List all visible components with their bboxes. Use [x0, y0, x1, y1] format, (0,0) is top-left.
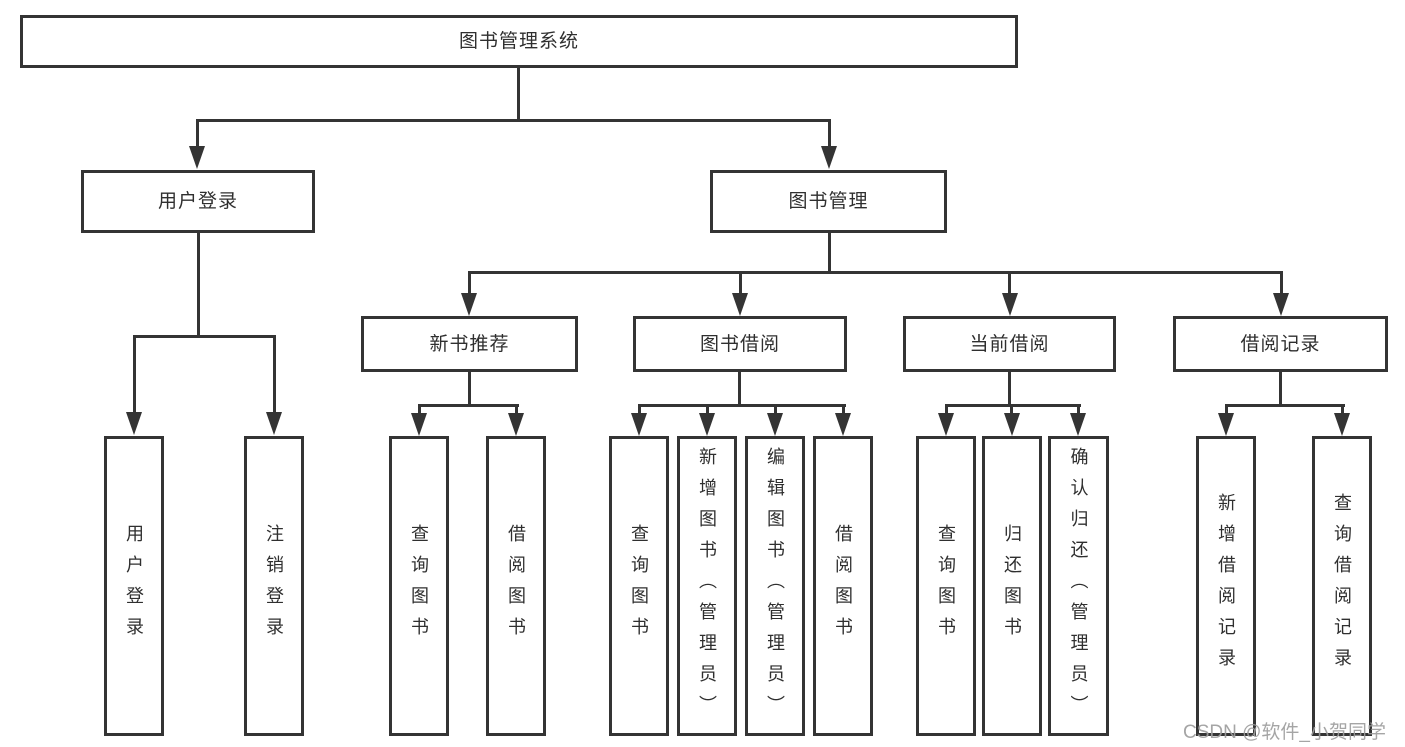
connector-bookmgmt-drop-2 [739, 271, 742, 293]
arrowhead-borrow-books-recommend [508, 413, 524, 436]
arrowhead-new-book-recommendation [461, 293, 477, 316]
arrowhead-query-books-current [938, 413, 954, 436]
connector-root-stem [517, 68, 520, 121]
connector-records-bar [1225, 404, 1345, 407]
connector-root-right-drop [828, 119, 831, 147]
arrowhead-add-books-admin [699, 413, 715, 436]
node-new-book-recommendation: 新书推荐 [361, 316, 578, 372]
connector-records-drop-1 [1225, 404, 1228, 414]
arrowhead-book-management [821, 146, 837, 169]
leaf-user-login: 用户登录 [104, 436, 164, 736]
node-book-borrowing: 图书借阅 [633, 316, 847, 372]
leaf-query-books-borrow: 查询图书 [609, 436, 669, 736]
arrowhead-user-login [189, 146, 205, 169]
connector-recommend-stem [468, 372, 471, 407]
connector-records-drop-2 [1341, 404, 1344, 414]
connector-borrowing-drop-1 [638, 404, 641, 414]
leaf-query-borrow-record: 查询借阅记录 [1312, 436, 1372, 736]
connector-bookmgmt-drop-3 [1008, 271, 1011, 293]
arrowhead-book-borrowing [732, 293, 748, 316]
connector-borrowing-drop-4 [842, 404, 845, 414]
leaf-return-books: 归还图书 [982, 436, 1042, 736]
arrowhead-borrowing-records [1273, 293, 1289, 316]
leaf-add-books-admin: 新增图书（管理员） [677, 436, 737, 736]
leaf-add-borrow-record: 新增借阅记录 [1196, 436, 1256, 736]
arrowhead-leaf-user-login [126, 412, 142, 435]
leaf-confirm-return-admin: 确认归还（管理员） [1048, 436, 1109, 736]
node-library-management-system: 图书管理系统 [20, 15, 1018, 68]
connector-root-bar [196, 119, 831, 122]
leaf-query-books-current: 查询图书 [916, 436, 976, 736]
connector-borrowing-drop-3 [774, 404, 777, 414]
leaf-logout: 注销登录 [244, 436, 304, 736]
arrowhead-return-books [1004, 413, 1020, 436]
arrowhead-query-books-borrow [631, 413, 647, 436]
leaf-query-books-recommend: 查询图书 [389, 436, 449, 736]
connector-recommend-drop-1 [418, 404, 421, 414]
connector-root-left-drop [196, 119, 199, 147]
connector-current-bar [945, 404, 1081, 407]
connector-current-drop-1 [945, 404, 948, 414]
arrowhead-edit-books-admin [767, 413, 783, 436]
connector-userlogin-left-drop [133, 335, 136, 413]
connector-bookmgmt-stem [828, 233, 831, 274]
node-borrowing-records: 借阅记录 [1173, 316, 1388, 372]
connector-bookmgmt-bar [468, 271, 1283, 274]
arrowhead-leaf-logout [266, 412, 282, 435]
connector-borrowing-bar [638, 404, 846, 407]
arrowhead-query-books-recommend [411, 413, 427, 436]
connector-bookmgmt-drop-1 [468, 271, 471, 293]
connector-recommend-drop-2 [515, 404, 518, 414]
arrowhead-add-borrow-record [1218, 413, 1234, 436]
node-user-login: 用户登录 [81, 170, 315, 233]
leaf-borrow-books-borrow: 借阅图书 [813, 436, 873, 736]
arrowhead-confirm-return-admin [1070, 413, 1086, 436]
connector-userlogin-right-drop [273, 335, 276, 413]
connector-current-drop-3 [1077, 404, 1080, 414]
csdn-watermark: CSDN @软件_小贺同学 [1183, 722, 1386, 743]
leaf-borrow-books-recommend: 借阅图书 [486, 436, 546, 736]
connector-userlogin-bar [133, 335, 276, 338]
connector-current-drop-2 [1010, 404, 1013, 414]
connector-current-stem [1008, 372, 1011, 407]
connector-bookmgmt-drop-4 [1280, 271, 1283, 293]
arrowhead-query-borrow-record [1334, 413, 1350, 436]
leaf-edit-books-admin: 编辑图书（管理员） [745, 436, 805, 736]
node-book-management: 图书管理 [710, 170, 947, 233]
connector-userlogin-stem [197, 233, 200, 337]
node-current-borrowing: 当前借阅 [903, 316, 1116, 372]
connector-recommend-bar [418, 404, 519, 407]
connector-borrowing-stem [738, 372, 741, 407]
connector-records-stem [1279, 372, 1282, 407]
connector-borrowing-drop-2 [706, 404, 709, 414]
arrowhead-current-borrowing [1002, 293, 1018, 316]
arrowhead-borrow-books-borrow [835, 413, 851, 436]
